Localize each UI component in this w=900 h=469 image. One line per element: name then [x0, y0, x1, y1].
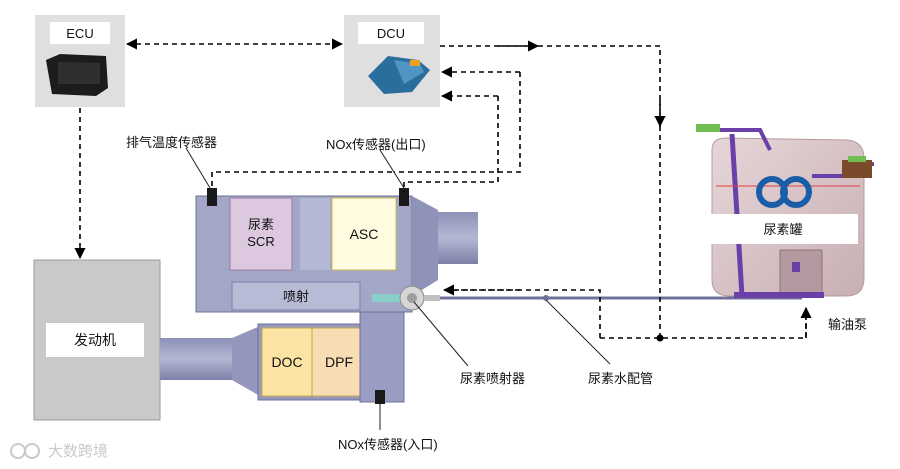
signal-lines — [74, 38, 812, 339]
watermark: 大数跨境 — [8, 440, 108, 461]
tank-logo-icon — [756, 176, 812, 208]
scr-label-line1: 尿素 — [247, 217, 274, 232]
fuel-pump-label: 输油泵 — [828, 317, 868, 332]
engine-label: 发动机 — [74, 331, 116, 348]
leader-lines — [185, 147, 611, 430]
injection-label: 喷射 — [282, 288, 309, 304]
dcu-module — [344, 15, 440, 107]
scr-label: 尿素 SCR — [230, 206, 292, 260]
dcu-label: DCU — [376, 25, 406, 41]
ecu-module — [35, 15, 125, 107]
junction-dot — [656, 334, 664, 342]
asc-label: ASC — [349, 225, 379, 242]
watermark-logo-icon — [10, 442, 40, 459]
ecu-label: ECU — [66, 25, 94, 41]
exhaust-temp-sensor-label: 排气温度传感器 — [126, 135, 218, 150]
doc-dpf-housing — [257, 323, 379, 401]
engine-outlet-pipe — [160, 338, 232, 380]
urea-injector — [399, 285, 440, 311]
nox-inlet-sensor — [375, 390, 385, 404]
exhaust-temp-sensor — [207, 188, 217, 206]
nox-outlet-sensor-label: NOx传感器(出口) — [326, 137, 426, 152]
tank-label: 尿素罐 — [763, 221, 803, 237]
dpf-label: DPF — [325, 353, 353, 370]
scr-asc-housing — [195, 195, 478, 313]
nox-outlet-sensor — [399, 188, 409, 206]
urea-pipe-label: 尿素水配管 — [588, 371, 654, 386]
urea-injector-label: 尿素喷射器 — [460, 371, 526, 386]
urea-tank — [696, 124, 875, 298]
doc-cone — [232, 326, 260, 396]
scr-label-line2: SCR — [247, 234, 275, 249]
engine-block — [33, 259, 161, 421]
doc-label: DOC — [271, 353, 303, 370]
nox-inlet-sensor-label: NOx传感器(入口) — [338, 437, 438, 452]
watermark-text: 大数跨境 — [48, 443, 109, 460]
